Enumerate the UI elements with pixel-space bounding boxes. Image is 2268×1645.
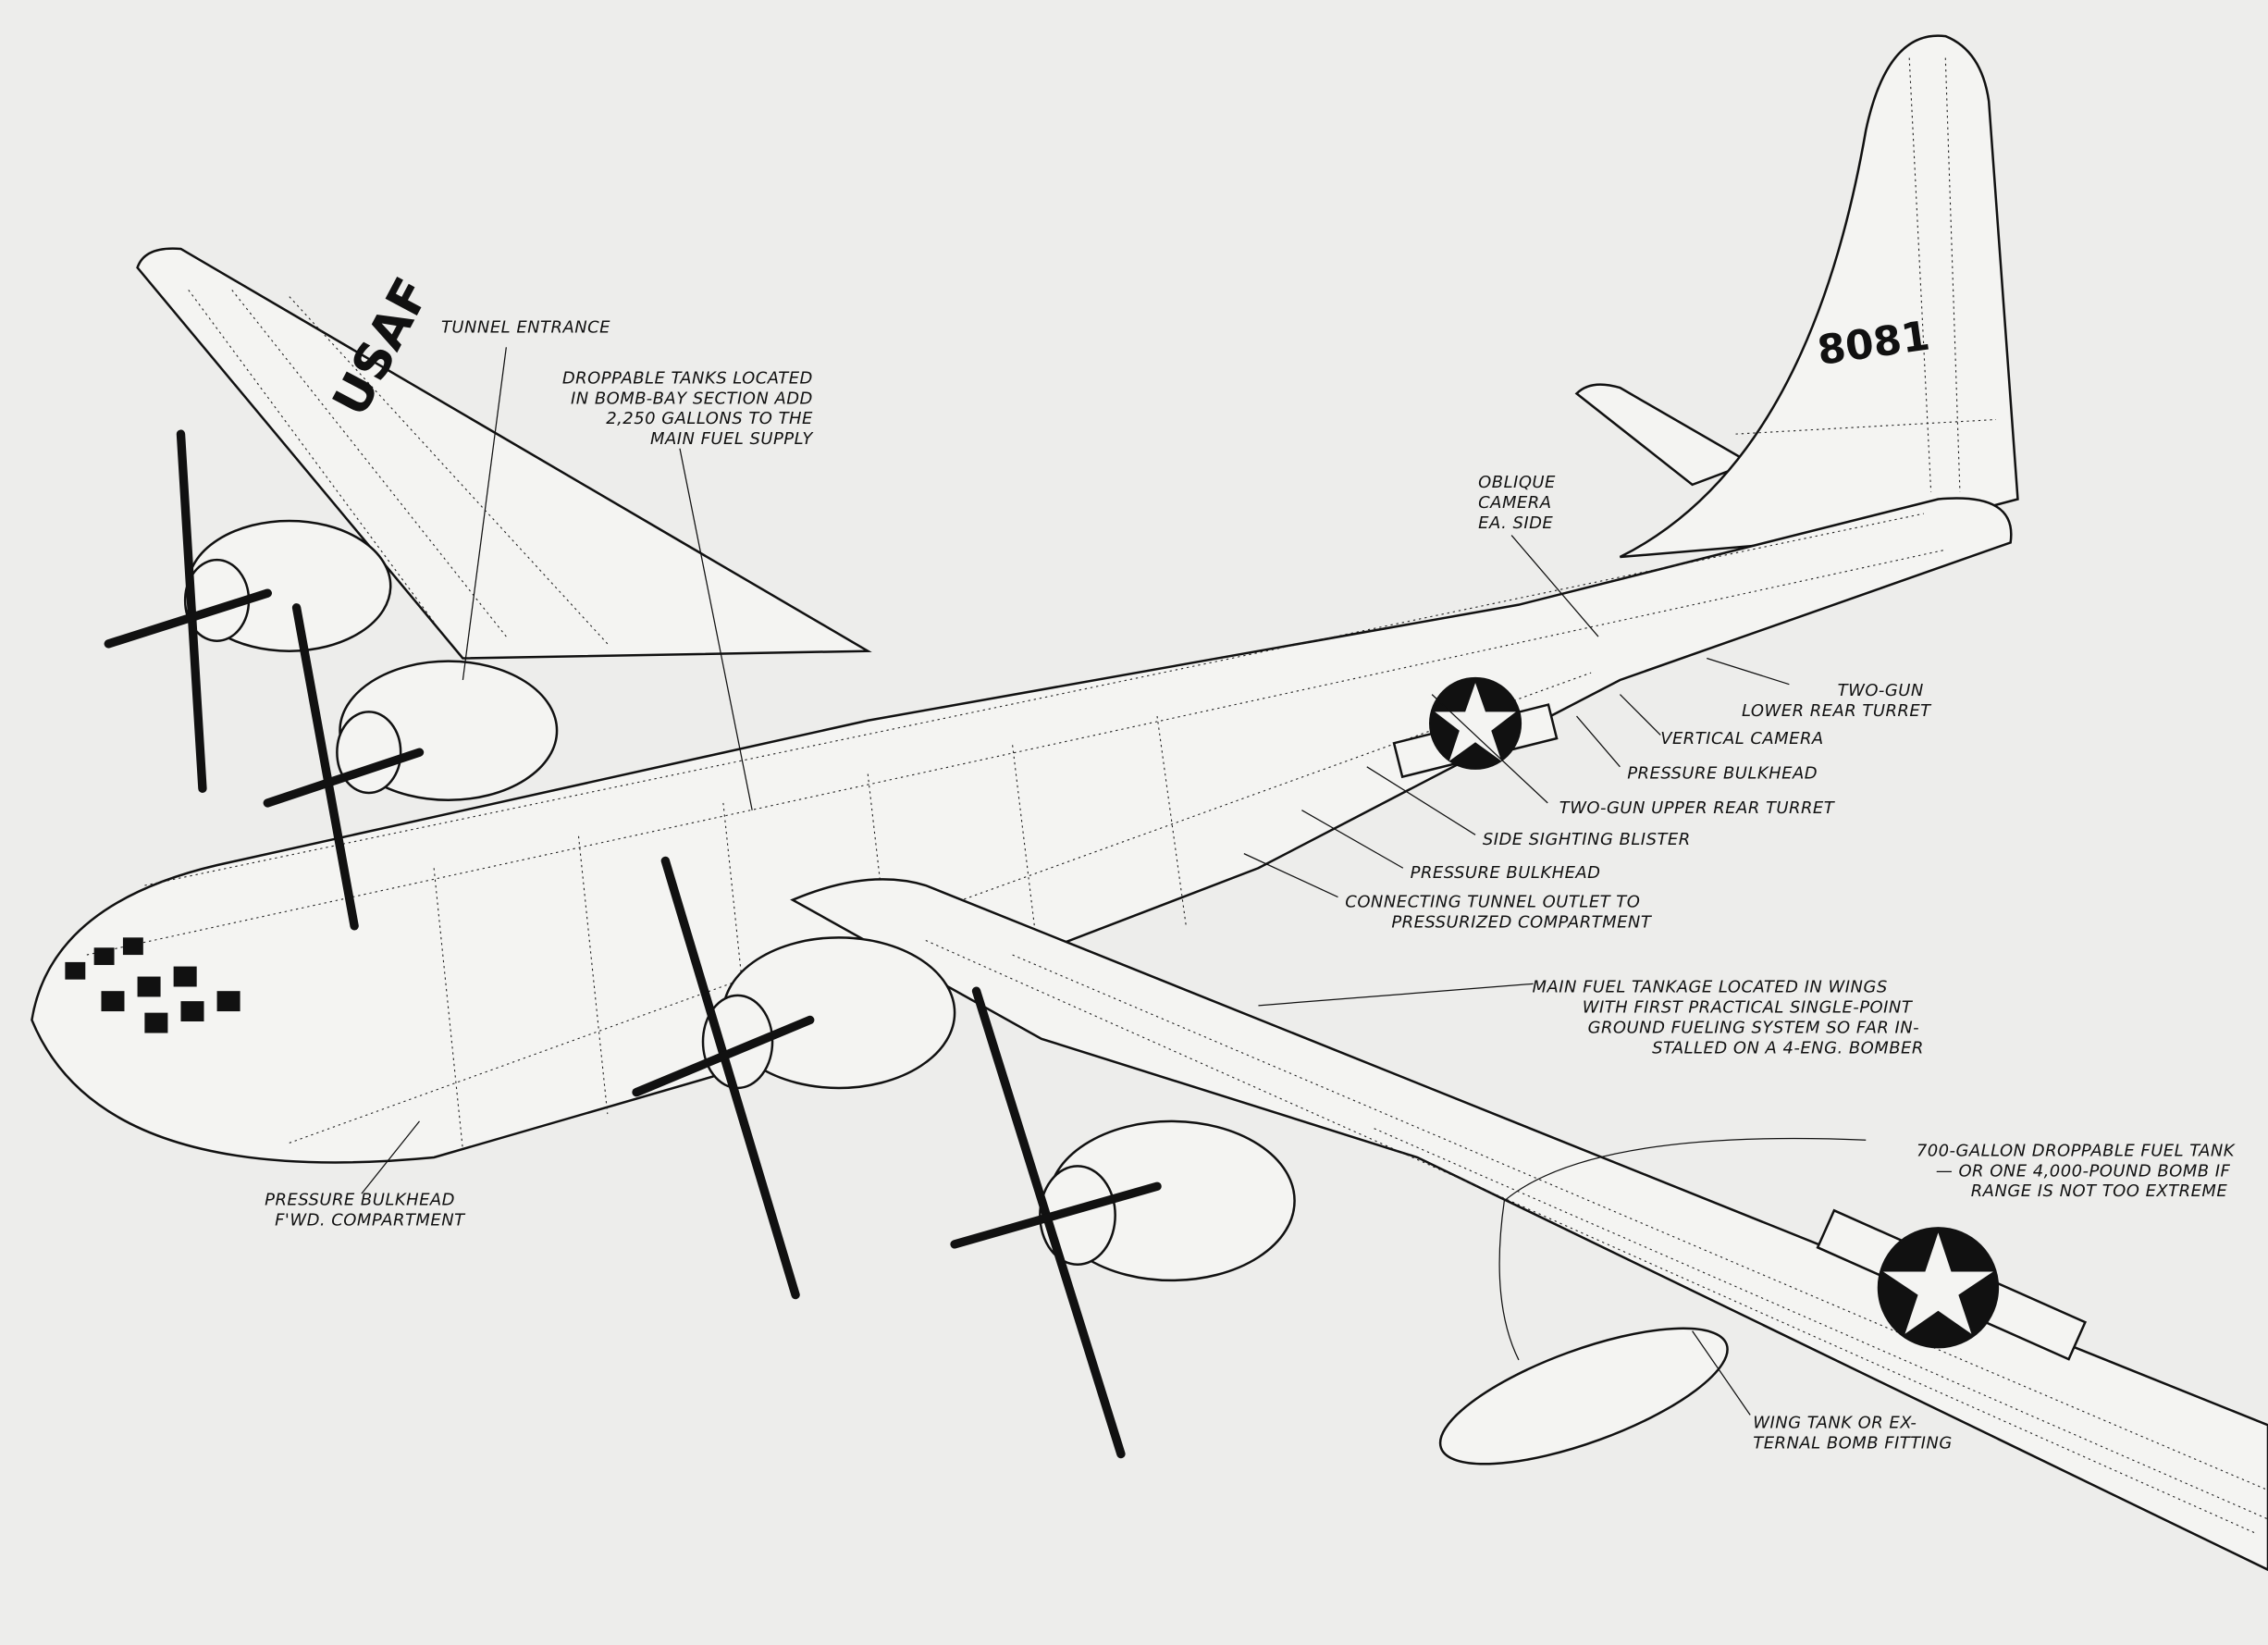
svg-text:TWO-GUN: TWO-GUN <box>1838 681 1924 700</box>
svg-text:EA. SIDE: EA. SIDE <box>1478 513 1553 533</box>
callout-side-sighting-blister: SIDE SIGHTING BLISTER <box>1483 830 1691 849</box>
svg-text:PRESSURE BULKHEAD: PRESSURE BULKHEAD <box>265 1191 455 1210</box>
svg-text:OBLIQUE: OBLIQUE <box>1478 473 1556 492</box>
svg-text:700-GALLON DROPPABLE FUEL TANK: 700-GALLON DROPPABLE FUEL TANK <box>1917 1141 2236 1160</box>
vertical-tail <box>1619 34 2019 559</box>
engines <box>183 519 1296 1282</box>
svg-text:PRESSURIZED COMPARTMENT: PRESSURIZED COMPARTMENT <box>1391 912 1652 932</box>
nose-glazing <box>65 937 240 1033</box>
fuselage-roundel <box>1392 676 1559 779</box>
callout-connecting-tunnel: CONNECTING TUNNEL OUTLET TO PRESSURIZED … <box>1345 892 1652 932</box>
svg-text:IN BOMB-BAY SECTION ADD: IN BOMB-BAY SECTION ADD <box>571 389 813 408</box>
callout-pressure-bulkhead-mid: PRESSURE BULKHEAD <box>1411 863 1601 883</box>
callout-droppable-fuel-tank: 700-GALLON DROPPABLE FUEL TANK — OR ONE … <box>1917 1141 2236 1201</box>
svg-text:2,250 GALLONS TO THE: 2,250 GALLONS TO THE <box>606 409 813 428</box>
far-wing <box>136 247 872 660</box>
callout-lower-rear-turret: TWO-GUN LOWER REAR TURRET <box>1742 681 1932 721</box>
svg-text:STALLED ON A 4-ENG. BOMBER: STALLED ON A 4-ENG. BOMBER <box>1652 1038 1924 1058</box>
svg-text:RANGE IS NOT TOO EXTREME: RANGE IS NOT TOO EXTREME <box>1971 1181 2228 1201</box>
callout-upper-rear-turret: TWO-GUN UPPER REAR TURRET <box>1559 798 1836 818</box>
callout-main-fuel-tankage: MAIN FUEL TANKAGE LOCATED IN WINGS WITH … <box>1533 978 1924 1058</box>
svg-text:MAIN FUEL SUPPLY: MAIN FUEL SUPPLY <box>650 429 814 449</box>
svg-text:F'WD. COMPARTMENT: F'WD. COMPARTMENT <box>275 1211 466 1231</box>
callout-oblique-camera: OBLIQUE CAMERA EA. SIDE <box>1478 473 1556 533</box>
svg-text:DROPPABLE TANKS LOCATED: DROPPABLE TANKS LOCATED <box>562 368 813 388</box>
propellers <box>104 429 1162 1459</box>
svg-text:MAIN FUEL TANKAGE LOCATED IN W: MAIN FUEL TANKAGE LOCATED IN WINGS <box>1533 978 1888 997</box>
wing-roundel <box>1816 1208 2088 1361</box>
svg-text:CONNECTING TUNNEL OUTLET TO: CONNECTING TUNNEL OUTLET TO <box>1345 892 1640 911</box>
leader-lines <box>361 347 1867 1416</box>
callout-tunnel-entrance: TUNNEL ENTRANCE <box>441 318 610 338</box>
svg-text:TERNAL BOMB FITTING: TERNAL BOMB FITTING <box>1753 1433 1952 1453</box>
svg-text:TUNNEL ENTRANCE: TUNNEL ENTRANCE <box>441 318 610 338</box>
svg-text:GROUND FUELING SYSTEM SO FAR I: GROUND FUELING SYSTEM SO FAR IN- <box>1588 1019 1920 1038</box>
svg-text:WING TANK OR EX-: WING TANK OR EX- <box>1753 1413 1917 1432</box>
svg-text:WITH FIRST PRACTICAL SINGLE-PO: WITH FIRST PRACTICAL SINGLE-POINT <box>1583 998 1914 1018</box>
callout-pressure-bulkhead-rear: PRESSURE BULKHEAD <box>1627 763 1818 783</box>
fuselage <box>31 497 2013 1164</box>
callout-wing-tank-fitting: WING TANK OR EX- TERNAL BOMB FITTING <box>1753 1413 1952 1453</box>
svg-text:— OR ONE 4,000-POUND BOMB IF: — OR ONE 4,000-POUND BOMB IF <box>1936 1161 2231 1181</box>
svg-text:CAMERA: CAMERA <box>1478 493 1551 513</box>
callout-vertical-camera: VERTICAL CAMERA <box>1660 729 1823 748</box>
callout-pressure-bulkhead-fwd: PRESSURE BULKHEAD F'WD. COMPARTMENT <box>265 1191 466 1231</box>
callout-droppable-tanks: DROPPABLE TANKS LOCATED IN BOMB-BAY SECT… <box>562 368 814 449</box>
wing-drop-tank <box>1438 1327 1729 1466</box>
far-stabilizer <box>1574 383 1754 487</box>
svg-text:LOWER REAR TURRET: LOWER REAR TURRET <box>1742 701 1932 721</box>
